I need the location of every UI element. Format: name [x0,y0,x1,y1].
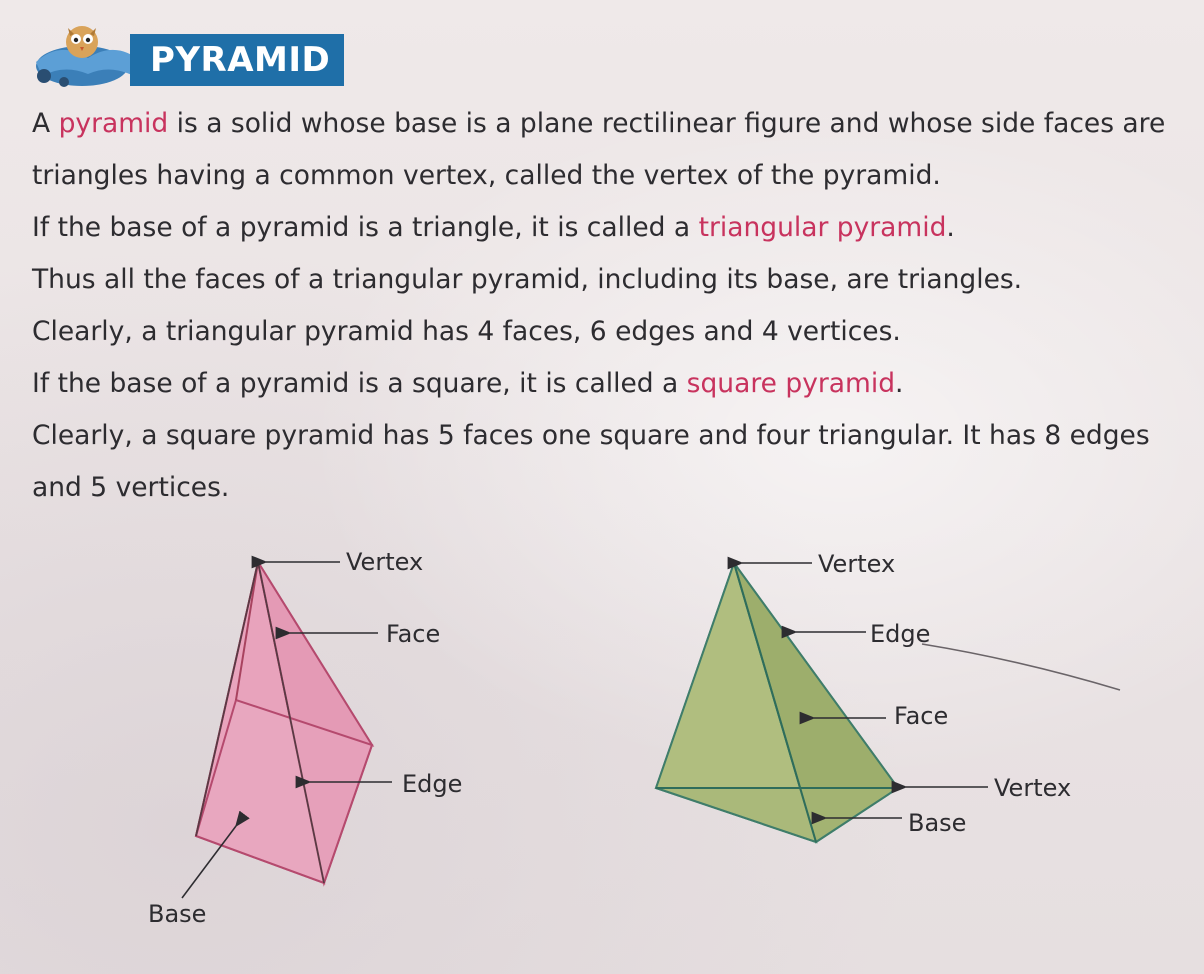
tri-base-label: Base [908,809,966,837]
tri-vertex-top-label: Vertex [818,550,895,578]
highlight-term: square pyramid [686,368,896,399]
text-line: Clearly, a square pyramid has 5 faces on… [32,420,1150,451]
section-header: PYRAMID [30,18,344,90]
square-pyramid-figure [194,559,375,887]
text-span: . [946,212,955,243]
text-span: If the base of a pyramid is a square, it… [32,368,687,399]
triangular-pyramid-figure [654,559,902,844]
square-face-label: Face [386,620,440,648]
square-vertex-label: Vertex [346,548,423,576]
highlight-term: triangular pyramid [698,212,947,243]
definition-text: A pyramid is a solid whose base is a pla… [32,98,1182,514]
highlight-term: pyramid [58,108,169,139]
text-line: A pyramid is a solid whose base is a pla… [32,98,1182,150]
pen-mark [921,643,1121,691]
base-triangle [655,787,902,844]
text-line: and 5 vertices. [32,472,230,503]
text-line: triangles having a common vertex, called… [32,160,941,191]
reading-owl-mascot-icon [36,26,142,87]
text-span: . [895,368,904,399]
tri-face-label: Face [894,702,948,730]
text-span: is a solid whose base is a plane rectili… [168,108,1166,139]
square-edge-label: Edge [402,770,462,798]
base-pointer [181,810,250,899]
text-line: If the base of a pyramid is a square, it… [32,358,1182,410]
text-span: If the base of a pyramid is a triangle, … [32,212,699,243]
text-line: If the base of a pyramid is a triangle, … [32,202,1182,254]
page-title: PYRAMID [130,34,344,86]
base-square [194,698,374,885]
tri-edge-label: Edge [870,620,930,648]
square-base-label: Base [148,900,206,928]
text-line: Thus all the faces of a triangular pyram… [32,264,1023,295]
text-line: Clearly, a triangular pyramid has 4 face… [32,316,901,347]
tri-vertex-right-label: Vertex [994,774,1071,802]
text-span: A [32,108,59,139]
